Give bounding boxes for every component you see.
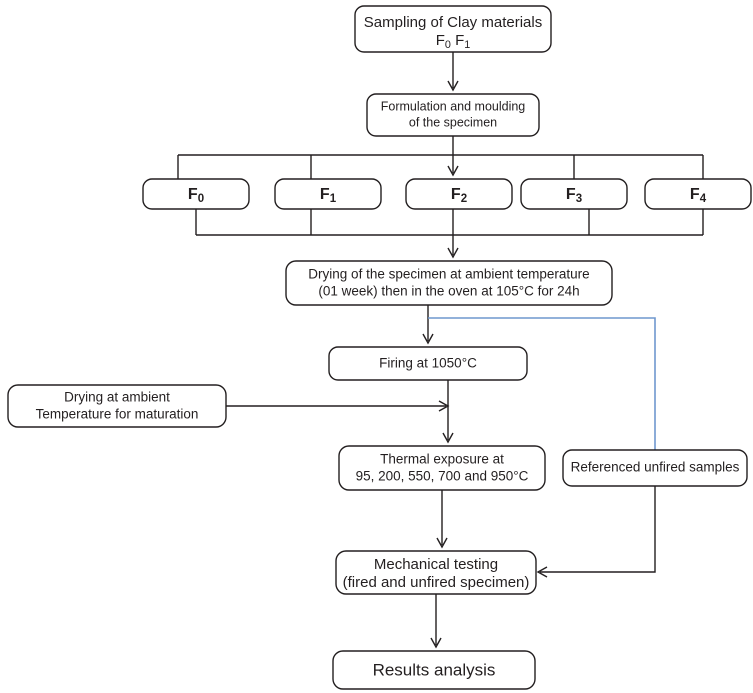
node-thermal-exposure-line2: 95, 200, 550, 700 and 950°C xyxy=(356,469,529,484)
edge-group xyxy=(177,52,704,649)
arrowhead-formulation xyxy=(447,80,459,92)
node-formulation[interactable]: Formulation and moulding of the specimen xyxy=(366,93,540,137)
node-results-analysis[interactable]: Results analysis xyxy=(332,650,536,690)
node-mechanical-testing[interactable]: Mechanical testing (fired and unfired sp… xyxy=(335,550,537,595)
node-firing-box[interactable] xyxy=(328,346,528,381)
arrowhead-firing xyxy=(422,333,434,345)
node-drying-ambient[interactable]: Drying at ambient Temperature for matura… xyxy=(7,384,227,428)
node-f3[interactable]: F3 xyxy=(520,178,628,210)
arrowhead-ambient-link xyxy=(438,400,450,412)
node-formulation-line1: Formulation and moulding xyxy=(381,99,526,113)
node-f1-box[interactable] xyxy=(274,178,382,210)
node-f2[interactable]: F2 xyxy=(405,178,513,210)
node-mechanical-testing-line2: (fired and unfired specimen) xyxy=(343,574,530,591)
node-referenced-unfired[interactable]: Referenced unfired samples xyxy=(562,449,748,487)
node-f0[interactable]: F0 xyxy=(142,178,250,210)
node-drying-ambient-line2: Temperature for maturation xyxy=(36,407,199,422)
node-f4[interactable]: F4 xyxy=(644,178,752,210)
node-sampling-sublabel: F0 F1 xyxy=(436,32,471,51)
sampling-f1-base: F xyxy=(455,32,464,49)
node-sampling-box[interactable] xyxy=(354,5,552,53)
node-mechanical-testing-line1: Mechanical testing xyxy=(374,556,498,573)
node-formulation-box[interactable] xyxy=(366,93,540,137)
node-sampling[interactable]: Sampling of Clay materials F0 F1 xyxy=(354,5,552,53)
node-f2-box[interactable] xyxy=(405,178,513,210)
node-drying-specimen-line2: (01 week) then in the oven at 105°C for … xyxy=(318,284,579,299)
node-formulation-line2: of the specimen xyxy=(409,115,497,129)
node-f1[interactable]: F1 xyxy=(274,178,382,210)
f0-base: F xyxy=(188,186,198,203)
node-results-analysis-label: Results analysis xyxy=(373,660,496,679)
f1-base: F xyxy=(320,186,330,203)
node-referenced-unfired-label: Referenced unfired samples xyxy=(571,460,740,475)
edge-referenced-to-mechanical xyxy=(540,486,656,573)
node-f1-label: F1 xyxy=(320,186,337,205)
arrowhead-f2 xyxy=(447,165,459,177)
node-f3-box[interactable] xyxy=(520,178,628,210)
f4-base: F xyxy=(690,186,700,203)
node-drying-specimen-box[interactable] xyxy=(285,260,613,306)
arrowhead-drying-specimen xyxy=(447,247,459,259)
node-thermal-exposure-box[interactable] xyxy=(338,445,546,491)
node-sampling-label: Sampling of Clay materials xyxy=(364,14,542,31)
node-mechanical-testing-box[interactable] xyxy=(335,550,537,595)
f3-base: F xyxy=(566,186,576,203)
node-f2-label: F2 xyxy=(451,186,467,205)
node-drying-specimen-line1: Drying of the specimen at ambient temper… xyxy=(308,267,589,282)
node-referenced-unfired-box[interactable] xyxy=(562,449,748,487)
arrowhead-mechanical-testing xyxy=(436,537,448,549)
node-f0-box[interactable] xyxy=(142,178,250,210)
node-thermal-exposure[interactable]: Thermal exposure at 95, 200, 550, 700 an… xyxy=(338,445,546,491)
edge-drying-to-referenced-unfired xyxy=(428,317,656,450)
arrowhead-mechanical-right xyxy=(536,566,548,578)
f4-sub: 4 xyxy=(700,193,707,205)
node-drying-ambient-line1: Drying at ambient xyxy=(64,390,170,405)
node-results-analysis-box[interactable] xyxy=(332,650,536,690)
f1-sub: 1 xyxy=(330,193,337,205)
sampling-f0-base: F xyxy=(436,32,445,49)
f2-base: F xyxy=(451,186,461,203)
node-f0-label: F0 xyxy=(188,186,204,205)
f2-sub: 2 xyxy=(461,193,467,205)
node-f3-label: F3 xyxy=(566,186,582,205)
sampling-f1-sub: 1 xyxy=(464,39,470,51)
node-drying-specimen[interactable]: Drying of the specimen at ambient temper… xyxy=(285,260,613,306)
arrowhead-results-analysis xyxy=(430,637,442,649)
node-f4-label: F4 xyxy=(690,186,707,205)
f0-sub: 0 xyxy=(198,193,204,205)
node-thermal-exposure-line1: Thermal exposure at xyxy=(380,452,504,467)
arrowhead-thermal-exposure xyxy=(442,432,454,444)
node-firing[interactable]: Firing at 1050°C xyxy=(328,346,528,381)
node-firing-label: Firing at 1050°C xyxy=(379,356,477,371)
node-f4-box[interactable] xyxy=(644,178,752,210)
sampling-f0-sub: 0 xyxy=(445,39,451,51)
f3-sub: 3 xyxy=(576,193,582,205)
node-drying-ambient-box[interactable] xyxy=(7,384,227,428)
